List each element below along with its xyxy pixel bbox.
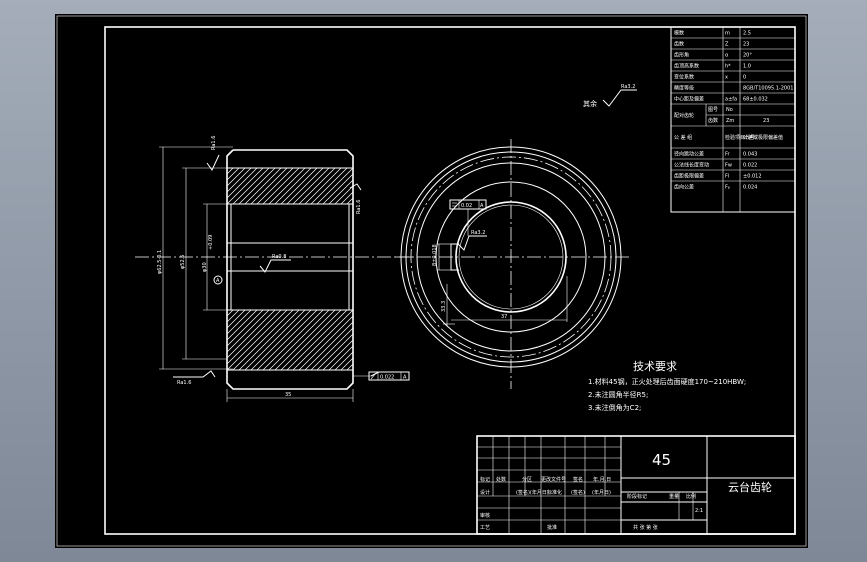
gear-table-val-3: 1.0 [743,64,751,70]
gear-table-label-11: 齿距极限偏差 [674,173,704,180]
gear-table-val-5: 8GB/T10095.1-2001 [743,86,793,92]
flatness-datum: A [480,203,484,209]
rest-roughness-value: Ra3.2 [621,84,635,90]
gear-table-sym-9: Fr [725,152,731,158]
tb-standard-date: (年月日) [592,489,611,496]
roughness-keyway: Ra3.2 [471,230,485,236]
section-view: φ62.5-0.1 φ52.5 φ30 +0.09 A 35 Ra1.6 Ra1… [135,136,415,402]
datum-a-marker [213,275,223,285]
tb-approve-label: 批准 [547,524,557,531]
note-3: 3.未注倒角为C2; [588,403,641,412]
gear-table-val-0: 2.5 [743,31,751,37]
tb-design-sign: (签名)(年月日) [516,489,549,496]
runout-value: 0.022 [380,375,394,381]
gear-table-val-11: ±0.012 [743,174,762,180]
paper-border [56,15,807,547]
width-dim: 35 [285,392,291,398]
roughness-right: Ra1.6 [356,200,362,214]
tb-header-zone: 分区 [522,476,532,483]
gear-table-label-8: 公 差 组 [674,134,692,141]
gear-table-label-7: 配对齿轮 [674,112,694,119]
gear-table-label-0: 模数 [674,30,684,37]
gear-parameter-table: 模数 m 2.5 齿数 Z 23 齿形角 α 20° 齿顶高系数 h* 1.0 变位系数 x 0 精度等级 8G… [670,26,796,213]
outer-diameter-dim: φ62.5-0.1 [157,250,163,274]
material-label: 45 [652,451,671,469]
tb-header-sign: 签名 [573,476,583,483]
roughness-bottom: Ra1.6 [177,380,191,386]
gear-table-label-6: 中心距及偏差 [674,96,704,103]
gear-table-sym-4: x [725,75,728,81]
technical-requirements: 技术要求 1.材料45钢，正火处理后齿面硬度170~210HBW; 2.未注圆角… [588,360,746,412]
gear-table-label-10: 公法线长度变动 [674,162,709,169]
gear-table-label-12: 齿向公差 [674,184,694,191]
notes-heading: 技术要求 [633,360,677,373]
tb-review-label: 审核 [480,512,490,519]
root-diameter-dim: φ52.5 [180,255,186,269]
title-block: 45 云台齿轮 阶段标记 重量 比例 2:1 共 张 第 张 标记 处数 分区 … [476,435,796,535]
gear-table-label-5: 精度等级 [674,85,694,92]
gear-table-val-1: 23 [743,42,749,48]
rest-roughness-label: 其余 [583,99,597,108]
front-view: 0.02 A 8±0.018 33.3 37 Ra3.2 [395,139,630,389]
rest-roughness-note: 其余 Ra3.2 [583,84,637,108]
scale-value: 2:1 [695,508,703,514]
gear-table-label-4: 变位系数 [674,74,694,81]
gear-table-sym-12: Fᵦ [725,185,730,191]
keyway-depth-dim: 33.3 [441,301,447,312]
gear-table-sym-11: Fl [725,174,729,180]
keyway-right-dim: 37 [501,314,507,320]
runout-datum: A [403,375,407,381]
gear-table-sym-0: m [725,31,730,37]
gear-table-label-2: 齿形角 [674,52,689,59]
gear-table-val-2: 20° [743,53,752,59]
keyway-width-dim: 8±0.018 [432,244,438,266]
gear-table-label-1: 齿数 [674,41,684,48]
note-2: 2.未注圆角半径R5; [588,390,648,399]
tb-process-label: 工艺 [480,525,490,531]
stage-mark-label: 阶段标记 [627,493,647,500]
roughness-left-top: Ra1.6 [211,136,217,150]
gear-table-sub1: 图号 [708,107,718,113]
gear-table-sym-1: Z [725,42,729,48]
gear-table-val-10: 0.022 [743,163,757,169]
gear-table-sub2: 齿数 [708,117,718,124]
gear-table-sym-3: h* [725,64,731,70]
roughness-bore: Ra0.8 [272,254,286,260]
gear-table-sym-8: 检验项目代号 [725,134,755,141]
tb-header-date: 年.月.日 [593,476,611,483]
tb-header-docno: 更改文件号 [541,476,566,483]
weight-label: 重量 [669,493,679,500]
gear-table-label-9: 径向跳动公差 [674,151,704,158]
part-name: 云台齿轮 [728,480,772,494]
bore-diameter-dim: φ30 [202,262,208,272]
gear-table-sym2: Zm [726,118,734,124]
tb-standard-label: 标准化 [547,489,562,496]
drawing-frame [104,26,796,535]
gear-table-label-3: 齿顶高系数 [674,63,699,70]
flatness-value: 0.02 [461,203,472,209]
sheet-count: 共 张 第 张 [633,524,658,531]
tb-design-label: 设计 [480,489,490,496]
tb-header-count: 处数 [496,476,506,483]
gear-table-sym-6: a±fa [725,97,737,103]
gear-table-val-9: 0.043 [743,152,757,158]
cad-drawing-viewport[interactable]: 模数 m 2.5 齿数 Z 23 齿形角 α 20° 齿顶高系数 h* 1.0 变位系数 x 0 精度等级 8G… [55,14,808,548]
gear-table-val-6: 68±0.032 [743,97,768,103]
note-1: 1.材料45钢，正火处理后齿面硬度170~210HBW; [588,377,746,386]
tb-header-mark: 标记 [480,476,490,483]
gear-table-val-8: 公差或极限偏差值 [743,134,783,141]
gear-table-sym-2: α [725,53,729,59]
gear-table-val2: 23 [763,118,769,124]
bore-tolerance: +0.09 [208,235,214,250]
scale-label: 比例 [686,493,696,500]
gear-table-val-4: 0 [743,75,746,81]
drawing-canvas: 模数 m 2.5 齿数 Z 23 齿形角 α 20° 齿顶高系数 h* 1.0 变位系数 x 0 精度等级 8G… [56,15,807,547]
gear-table-sym-10: Fw [725,163,732,169]
tb-standard-sign: (签名) [571,489,585,496]
gear-table-sym1: No [726,107,733,113]
gear-table-val-12: 0.024 [743,185,757,191]
datum-a-label: A [216,278,220,284]
